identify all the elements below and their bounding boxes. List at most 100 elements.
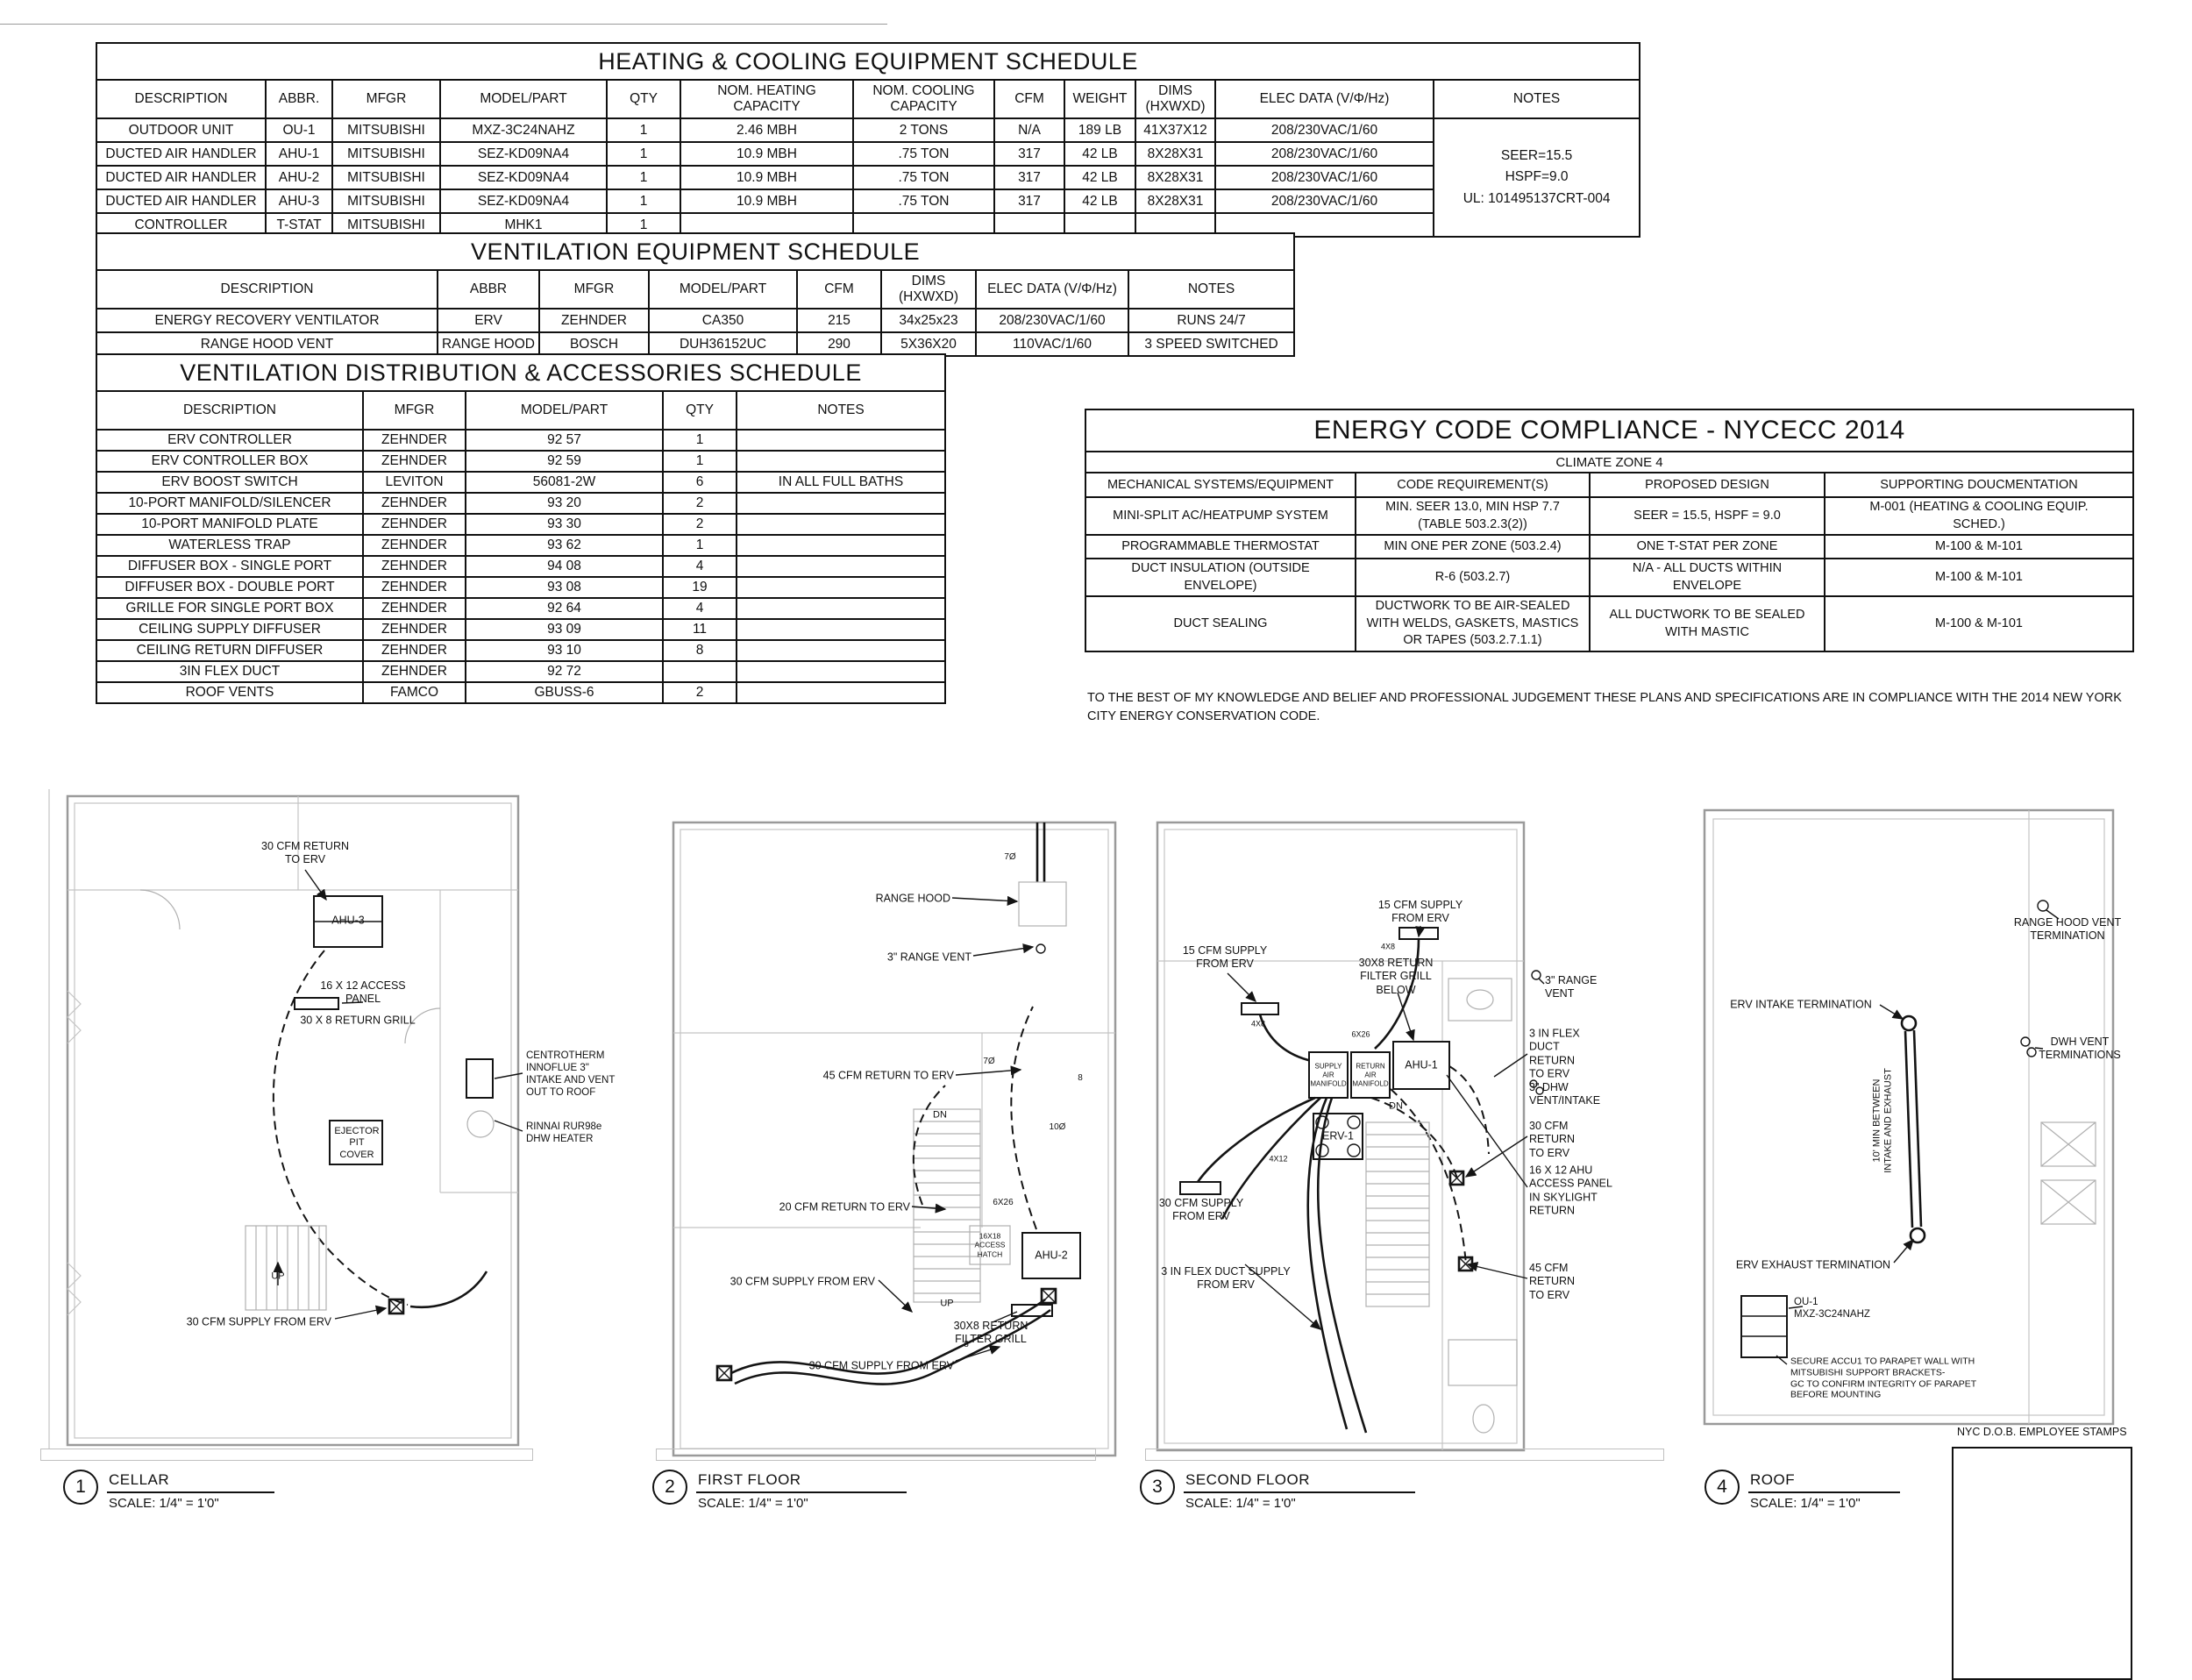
label-duct-size: 7Ø [1004, 851, 1016, 862]
table-cell: GRILLE FOR SINGLE PORT BOX [96, 597, 364, 620]
label-duct-size: 4X8 [1380, 942, 1396, 951]
table-cell: AHU-1 [265, 141, 333, 167]
label-secure-note: SECURE ACCU1 TO PARAPET WALL WITH MITSUB… [1790, 1356, 1977, 1400]
plan-number-badge: 3 [1140, 1470, 1175, 1505]
table-cell: 1 [606, 141, 681, 167]
plan-scale-text: SCALE: 1/4" = 1'0" [698, 1496, 808, 1511]
column-header: NOTES [735, 390, 947, 431]
table-cell: .75 TON [852, 189, 995, 214]
table-cell: DUCTWORK TO BE AIR-SEALED WITH WELDS, GA… [1355, 595, 1591, 652]
table-cell: CEILING SUPPLY DIFFUSER [96, 618, 364, 641]
label-supply-30cfm: 30 CFM SUPPLY FROM ERV [729, 1275, 875, 1288]
table-cell: MXZ-3C24NAHZ [439, 117, 608, 143]
table-cell: M-001 (HEATING & COOLING EQUIP. SCHED.) [1823, 495, 2135, 537]
table-cell [735, 597, 947, 620]
table-cell: 215 [796, 308, 882, 333]
table-cell: 10.9 MBH [680, 165, 854, 190]
cellar-plan-drawing [48, 789, 523, 1449]
column-header: ELEC DATA (V/Φ/Hz) [975, 269, 1129, 310]
plan-number-badge: 4 [1704, 1470, 1740, 1505]
table-cell: 8 [662, 639, 737, 662]
label-access-panel: 16 X 12 ACCESS PANEL [320, 979, 406, 1005]
label-duct-size: 6X26 [993, 1197, 1014, 1207]
table-cell: 317 [993, 141, 1065, 167]
table-cell [735, 555, 947, 578]
table-cell: ZEHNDER [362, 513, 466, 536]
label-range-vent: 3" RANGE VENT [1545, 973, 1598, 1000]
skylight [2040, 1121, 2096, 1225]
table-cell: ERV CONTROLLER [96, 429, 364, 452]
sidewalk-strip [656, 1449, 1096, 1461]
table-cell [735, 534, 947, 557]
table-cell: SEZ-KD09NA4 [439, 165, 608, 190]
table-cell: 290 [796, 331, 882, 357]
label-up: UP [271, 1271, 285, 1282]
table-cell: SEZ-KD09NA4 [439, 189, 608, 214]
label-flex-supply: 3 IN FLEX DUCT SUPPLY FROM ERV [1161, 1264, 1291, 1291]
table-cell: MINI-SPLIT AC/HEATPUMP SYSTEM [1085, 495, 1356, 537]
table-cell: MITSUBISHI [331, 141, 441, 167]
column-header: MFGR [331, 79, 441, 119]
label-return-filter-grill: 30X8 RETURN FILTER GRILL BELOW [1358, 957, 1434, 996]
label-duct-size: 7Ø [983, 1056, 995, 1066]
table-cell: 8X28X31 [1135, 189, 1216, 214]
table-cell: CA350 [648, 308, 798, 333]
table-cell: 93 62 [465, 534, 664, 557]
table-cell: 110VAC/1/60 [975, 331, 1129, 357]
table-cell [735, 681, 947, 704]
table-cell: 42 LB [1064, 189, 1136, 214]
table-cell: 92 64 [465, 597, 664, 620]
plan-title-roof: 4 ROOF SCALE: 1/4" = 1'0" [1704, 1470, 1901, 1511]
table-cell: 10-PORT MANIFOLD PLATE [96, 513, 364, 536]
table-cell: 2 [662, 681, 737, 704]
table-cell: 93 08 [465, 576, 664, 599]
schedule-subtitle: CLIMATE ZONE 4 [1084, 451, 2135, 473]
table-cell: 1 [606, 117, 681, 143]
table-cell [662, 660, 737, 683]
table-cell [735, 429, 947, 452]
label-supply-15cfm: 15 CFM SUPPLY FROM ERV [1182, 943, 1268, 970]
table-cell [735, 639, 947, 662]
label-ahu-3: AHU-3 [331, 914, 365, 927]
column-header: DESCRIPTION [96, 390, 364, 431]
table-cell: OU-1 [265, 117, 333, 143]
label-ou-1: OU-1 MXZ-3C24NAHZ [1794, 1296, 1870, 1320]
column-header: CFM [993, 79, 1065, 119]
table-cell: M-100 & M-101 [1823, 558, 2135, 598]
label-access-hatch: 16X18 ACCESS HATCH [974, 1231, 1006, 1259]
table-cell: DIFFUSER BOX - DOUBLE PORT [96, 576, 364, 599]
table-cell: 4 [662, 555, 737, 578]
table-cell: 3 SPEED SWITCHED [1127, 331, 1296, 357]
table-cell: MITSUBISHI [331, 189, 441, 214]
second-floor-plan-drawing [1156, 821, 1545, 1452]
table-cell: 4 [662, 597, 737, 620]
column-header: ELEC DATA (V/Φ/Hz) [1214, 79, 1434, 119]
table-cell: N/A [993, 117, 1065, 143]
label-duct-size: 8 [964, 1339, 969, 1349]
column-header: CODE REQUIREMENT(S) [1355, 472, 1591, 498]
table-cell: DIFFUSER BOX - SINGLE PORT [96, 555, 364, 578]
table-cell: RUNS 24/7 [1127, 308, 1296, 333]
label-supply-15cfm: 15 CFM SUPPLY FROM ERV [1377, 898, 1463, 924]
table-cell: ONE T-STAT PER ZONE [1589, 534, 1825, 560]
table-cell: RANGE HOOD [437, 331, 540, 357]
label-erv-intake: ERV INTAKE TERMINATION [1730, 998, 1872, 1011]
label-ejector-pit: EJECTOR PIT COVER [334, 1125, 380, 1160]
plan-title-second-floor: 3 SECOND FLOOR SCALE: 1/4" = 1'0" [1140, 1470, 1416, 1511]
sidewalk-strip [40, 1449, 533, 1461]
table-cell: ZEHNDER [362, 597, 466, 620]
table-cell: 1 [662, 429, 737, 452]
label-range-vent: 3" RANGE VENT [886, 950, 971, 964]
table-cell: DUCT SEALING [1085, 595, 1356, 652]
label-return-45cfm: 45 CFM RETURN TO ERV [822, 1069, 954, 1082]
schedule-title: VENTILATION DISTRIBUTION & ACCESSORIES S… [95, 353, 947, 392]
table-cell: 208/230VAC/1/60 [1214, 141, 1434, 167]
